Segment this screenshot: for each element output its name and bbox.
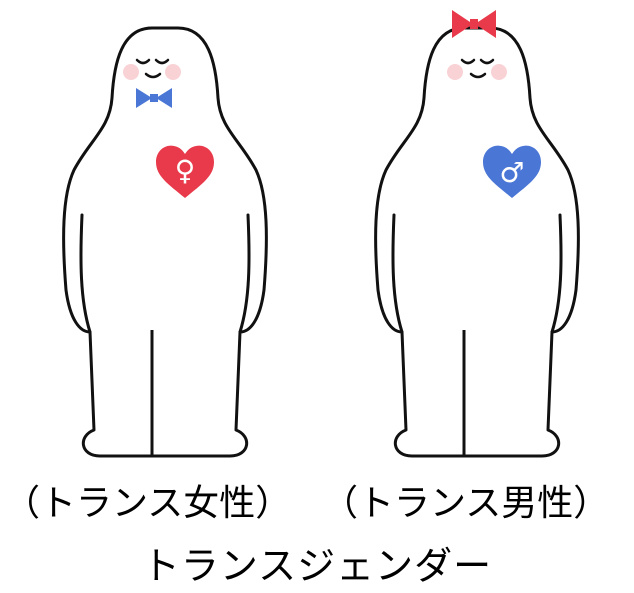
character-illustration: ♂ xyxy=(374,10,580,458)
male-symbol-icon: ♂ xyxy=(499,156,524,189)
mouth xyxy=(144,72,162,79)
bow-tie xyxy=(136,88,172,108)
right-arm-line xyxy=(550,213,563,334)
right-cheek xyxy=(165,64,181,80)
right-eye xyxy=(479,58,495,65)
heart-icon xyxy=(483,145,541,198)
left-eye xyxy=(135,58,151,65)
heart-icon xyxy=(156,145,214,198)
hair-bow xyxy=(452,10,496,38)
character-body xyxy=(374,26,580,458)
left-cheek xyxy=(447,64,463,80)
right-cheek xyxy=(491,64,507,80)
left-cheek xyxy=(123,64,139,80)
character-body xyxy=(62,26,268,458)
right-arm-line xyxy=(238,213,251,334)
left-eye xyxy=(460,58,476,65)
caption-trans-man: （トランス男性） xyxy=(322,483,610,524)
caption-trans-woman: （トランス女性） xyxy=(4,483,292,524)
female-symbol-icon: ♀ xyxy=(175,154,196,187)
left-arm-line xyxy=(391,213,404,334)
right-eye xyxy=(154,58,170,65)
figure-trans-man: ♂ xyxy=(352,0,592,470)
character-illustration: ♀ xyxy=(62,26,268,458)
left-arm-line xyxy=(79,213,92,334)
figure-trans-woman: ♀ xyxy=(40,0,280,470)
mouth xyxy=(469,72,487,79)
main-label: トランスジェンダー xyxy=(141,544,493,588)
